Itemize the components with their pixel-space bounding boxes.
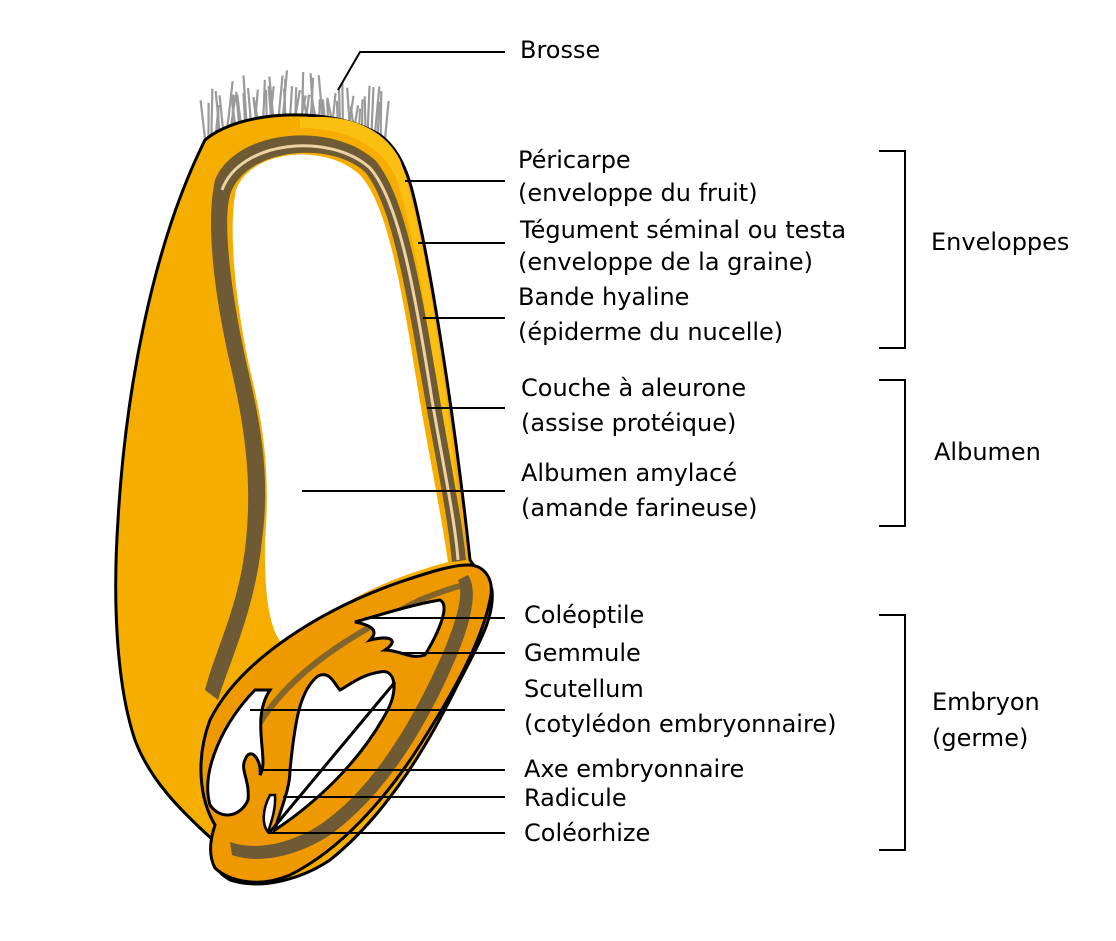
label-radicule: Radicule — [524, 784, 627, 812]
bracket-embryon — [879, 614, 906, 851]
bracket-enveloppes — [879, 150, 906, 349]
label-aleurone: Couche à aleurone — [521, 374, 746, 402]
embryo-axis-line — [268, 681, 397, 833]
group-label-embryon-sub: (germe) — [932, 724, 1028, 752]
label-bande-hyaline-sub: (épiderme du nucelle) — [518, 318, 783, 346]
label-scutellum-sub: (cotylédon embryonnaire) — [524, 710, 836, 738]
bracket-albumen — [879, 379, 906, 527]
label-pericarpe: Péricarpe — [518, 146, 631, 174]
label-tegument: Tégument séminal ou testa — [519, 216, 846, 244]
testa-band — [205, 135, 466, 700]
label-coleorhize: Coléorhize — [524, 819, 650, 847]
embryo-region — [199, 563, 493, 884]
embryo-cavity-left — [206, 688, 273, 817]
label-axe: Axe embryonnaire — [524, 755, 744, 783]
label-brosse: Brosse — [520, 36, 600, 64]
label-pericarpe-sub: (enveloppe du fruit) — [518, 179, 758, 207]
label-tegument-sub: (enveloppe de la graine) — [518, 248, 813, 276]
embryo-testa-band — [230, 575, 473, 859]
coleoptile-shape — [354, 598, 446, 658]
starchy-endosperm — [232, 154, 448, 651]
label-gemmule: Gemmule — [524, 639, 641, 667]
pericarp-band — [300, 116, 465, 560]
label-albumen-amylace: Albumen amylacé — [521, 459, 737, 487]
hyaline-layer — [220, 144, 460, 561]
label-albumen-amylace-sub: (amande farineuse) — [521, 494, 758, 522]
group-label-albumen: Albumen — [934, 438, 1041, 466]
group-label-embryon: Embryon — [932, 688, 1040, 716]
radicle-shape — [262, 793, 277, 835]
label-aleurone-sub: (assise protéique) — [521, 409, 736, 437]
label-coleoptile: Coléoptile — [524, 601, 644, 629]
group-label-enveloppes: Enveloppes — [931, 228, 1069, 256]
leader-lines — [250, 51, 505, 834]
label-bande-hyaline: Bande hyaline — [518, 283, 689, 311]
label-scutellum: Scutellum — [524, 675, 644, 703]
leader-brosse — [337, 51, 505, 91]
